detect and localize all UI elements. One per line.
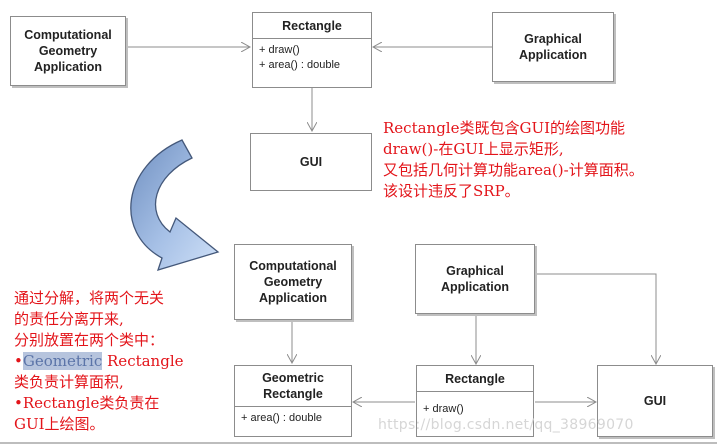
- computational-geometry-application-label-bottom: Computational Geometry Application: [249, 259, 337, 305]
- geometric-rectangle-class-box: Geometric Rectangle + area() : double: [234, 365, 352, 437]
- bullet-marker: •: [14, 352, 23, 370]
- transition-arrow: [130, 139, 220, 271]
- rectangle-class-box: Rectangle + draw() + area() : double: [252, 12, 372, 88]
- gui-label-bottom: GUI: [643, 394, 667, 408]
- left-note-line-1: 通过分解，将两个无关: [14, 289, 165, 307]
- bullet2-text: Rectangle类负责在: [22, 394, 160, 412]
- note-line-3: 又包括几何计算功能area()-计算面积。: [383, 161, 644, 179]
- graphical-application-label-bottom: Graphical Application: [440, 264, 510, 294]
- watermark: https://blog.csdn.net/qq_38969070: [378, 417, 634, 433]
- connector-graph-to-gui: [536, 273, 656, 364]
- note-line-4: 该设计违反了SRP。: [383, 182, 520, 200]
- graphical-application-label: Graphical Application: [518, 32, 588, 62]
- note-line-1: Rectangle类既包含GUI的绘图功能: [383, 119, 626, 137]
- gui-box: GUI: [250, 133, 372, 191]
- graphical-application-box-bottom: Graphical Application: [415, 244, 535, 314]
- geometric-rectangle-class-name: Geometric Rectangle: [235, 366, 351, 407]
- highlighted-geometric: Geometric: [22, 352, 103, 370]
- method-draw-bottom: + draw(): [423, 403, 464, 415]
- left-note-line-5: 类负责计算面积,: [14, 373, 124, 391]
- note-line-2: draw()-在GUI上显示矩形,: [383, 140, 564, 158]
- rectangle-class-box-bottom: Rectangle + draw(): [416, 365, 534, 437]
- method-draw: + draw(): [259, 44, 300, 56]
- decomposition-note: 通过分解，将两个无关 的责任分离开来, 分别放置在两个类中： •Geometri…: [14, 288, 184, 435]
- gui-label: GUI: [299, 155, 323, 169]
- geometric-rectangle-methods: + area() : double: [235, 407, 351, 436]
- computational-geometry-application-box: Computational Geometry Application: [10, 16, 126, 86]
- method-area: + area() : double: [259, 59, 341, 71]
- method-area-bottom: + area() : double: [241, 412, 323, 424]
- gui-box-bottom: GUI: [597, 365, 713, 437]
- left-note-line-7: GUI上绘图。: [14, 415, 105, 433]
- bullet-marker: •: [14, 394, 23, 412]
- left-note-line-2: 的责任分离开来,: [14, 310, 124, 328]
- left-note-line-3: 分别放置在两个类中：: [14, 331, 165, 349]
- graphical-application-box: Graphical Application: [492, 12, 614, 82]
- left-note-bullet-2: •Rectangle类负责在: [14, 393, 184, 414]
- srp-violation-note: Rectangle类既包含GUI的绘图功能 draw()-在GUI上显示矩形, …: [383, 118, 644, 202]
- rectangle-class-name: Rectangle: [253, 13, 371, 39]
- bottom-divider: [0, 442, 717, 444]
- rectangle-class-name-bottom: Rectangle: [417, 366, 533, 392]
- bullet1-rest: Rectangle: [102, 352, 184, 370]
- rectangle-methods-bottom: + draw(): [417, 392, 533, 436]
- computational-geometry-application-label: Computational Geometry Application: [24, 28, 112, 74]
- computational-geometry-application-box-bottom: Computational Geometry Application: [234, 244, 352, 320]
- rectangle-methods: + draw() + area() : double: [253, 39, 371, 87]
- left-note-bullet-1: •Geometric Rectangle: [14, 351, 184, 372]
